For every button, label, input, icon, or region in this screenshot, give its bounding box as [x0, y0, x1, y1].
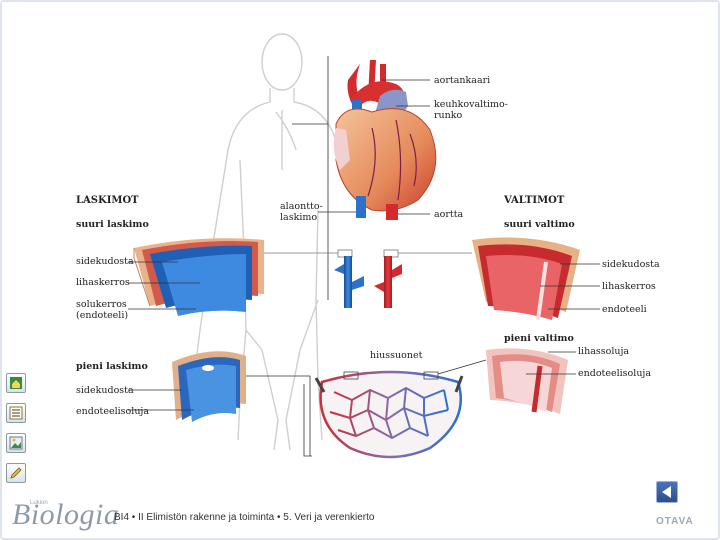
image-button[interactable] — [6, 433, 26, 453]
heart — [333, 60, 437, 220]
brand-logo: Biologia — [12, 498, 120, 531]
list-icon — [9, 406, 23, 420]
label-small-vein-connective: sidekudosta — [76, 385, 134, 396]
footer-caption: BI4 • II Elimistön rakenne ja toiminta •… — [114, 512, 375, 523]
label-small-artery: pieni valtimo — [504, 333, 574, 344]
capillary-bed — [314, 370, 464, 459]
large-artery-section — [472, 237, 580, 321]
label-vena-cava-2: laskimo — [280, 212, 318, 223]
pencil-icon — [10, 467, 22, 479]
home-button[interactable] — [6, 373, 26, 393]
label-vein-muscle: lihaskerros — [76, 277, 130, 288]
heading-arteries: VALTIMOT — [504, 195, 565, 206]
label-vein-cell-1: solukerros — [76, 299, 127, 310]
label-artery-muscle: lihaskerros — [602, 281, 656, 292]
vessel-icons — [334, 256, 402, 308]
image-icon — [9, 436, 23, 450]
label-aortic-arch: aortankaari — [434, 75, 491, 86]
edit-button[interactable] — [6, 463, 26, 483]
label-large-vein: suuri laskimo — [76, 219, 149, 230]
label-small-artery-muscle: lihassoluja — [578, 346, 630, 357]
label-vein-cell-2: (endoteeli) — [76, 310, 129, 321]
home-icon — [10, 377, 22, 389]
label-capillaries: hiussuonet — [370, 350, 423, 361]
label-artery-endo: endoteeli — [602, 304, 647, 315]
label-aorta: aortta — [434, 209, 464, 220]
brand-small: Lukion — [30, 500, 48, 506]
label-pulmonary-trunk-2: runko — [434, 110, 463, 121]
small-artery-section — [486, 348, 568, 414]
label-small-vein-endo: endoteelisoluja — [76, 406, 150, 417]
publisher-logo: OTAVA — [656, 516, 694, 527]
small-vein-section — [172, 351, 246, 422]
list-button[interactable] — [6, 403, 26, 423]
label-small-artery-endo: endoteelisoluja — [578, 368, 652, 379]
label-pulmonary-trunk-1: keuhkovaltimo- — [434, 99, 508, 110]
large-vein-section — [133, 238, 264, 316]
label-artery-connective: sidekudosta — [602, 259, 660, 270]
back-arrow-icon[interactable] — [656, 481, 678, 503]
label-small-vein: pieni laskimo — [76, 361, 148, 372]
label-vena-cava-1: alaontto- — [280, 201, 323, 212]
body-outline — [194, 33, 339, 451]
heading-veins: LASKIMOT — [76, 195, 139, 206]
label-large-artery: suuri valtimo — [504, 219, 575, 230]
label-vein-connective: sidekudosta — [76, 256, 134, 267]
